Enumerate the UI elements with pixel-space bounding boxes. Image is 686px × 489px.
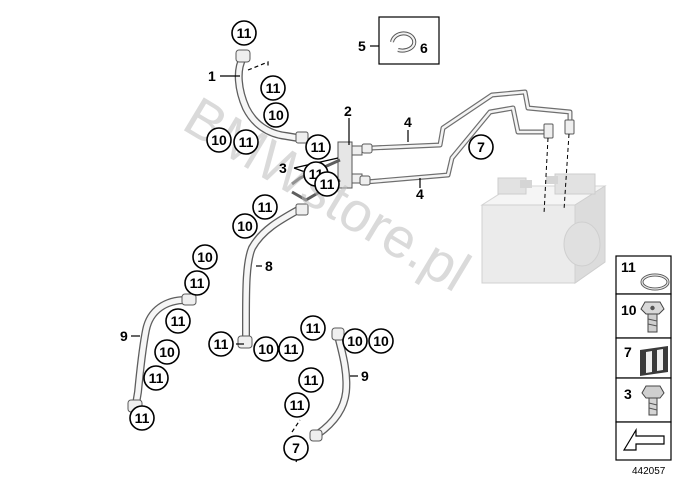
callout-label: 11: [237, 25, 252, 41]
callout: 11: [165, 308, 191, 334]
callout: 11: [129, 405, 155, 431]
callout: 7: [283, 435, 309, 461]
callout: 10: [206, 127, 232, 153]
part-label-6: 6: [420, 40, 428, 56]
clip-panel: [378, 16, 440, 65]
callout-label: 7: [292, 440, 300, 456]
abs-hydraulic-unit: [480, 173, 607, 284]
callout: 11: [300, 315, 326, 341]
callout-label: 11: [320, 176, 335, 192]
part-label-4a: 4: [404, 114, 412, 130]
callout: 11: [252, 194, 278, 220]
part-label-2: 2: [344, 103, 352, 119]
callout-label: 11: [135, 410, 150, 426]
callout-label: 10: [237, 218, 253, 234]
callout: 10: [192, 244, 218, 270]
callout-label: 10: [347, 333, 363, 349]
callout: 11: [184, 270, 210, 296]
callout-label: 10: [197, 249, 213, 265]
callout-label: 11: [290, 397, 305, 413]
hex-screw-icon: [641, 385, 665, 416]
callout-label: 11: [214, 336, 229, 352]
callout-label: 10: [373, 333, 389, 349]
callout-label: 7: [477, 139, 485, 155]
callout: 10: [154, 339, 180, 365]
part-label-8: 8: [265, 258, 273, 274]
parts-legend: 11 10 7 3: [615, 255, 672, 461]
callout-label: 11: [171, 313, 186, 329]
brake-hose-8: [237, 203, 309, 349]
brake-hose-1: [234, 49, 309, 144]
callout: 11: [143, 365, 169, 391]
callout: 7: [468, 134, 494, 160]
part-label-9b: 9: [361, 368, 369, 384]
callout-label: 10: [258, 341, 274, 357]
callout-label: 11: [266, 80, 281, 96]
callout-label: 11: [258, 199, 273, 215]
callout: 11: [260, 75, 286, 101]
legend-number: 10: [621, 302, 637, 318]
callout: 11: [278, 336, 304, 362]
brake-pipes: [363, 89, 575, 215]
hollow-bolt-icon: [640, 301, 665, 333]
callout-label: 11: [239, 134, 254, 150]
callout-label: 11: [284, 341, 299, 357]
callout-label: 11: [149, 370, 164, 386]
callout-label: 11: [304, 372, 319, 388]
brake-hose-9-right: [309, 327, 351, 442]
part-label-9a: 9: [120, 328, 128, 344]
callout: 10: [342, 328, 368, 354]
rubber-holder-icon: [640, 346, 668, 376]
callout-label: 11: [306, 320, 321, 336]
callout: 10: [368, 328, 394, 354]
legend-number: 11: [621, 259, 636, 275]
legend-number: 7: [624, 344, 632, 360]
callout: 10: [253, 336, 279, 362]
callout: 10: [263, 102, 289, 128]
legend-number: 3: [624, 386, 632, 402]
callout: 11: [233, 129, 259, 155]
callout-label: 11: [311, 139, 326, 155]
part-label-3: 3: [279, 160, 287, 176]
arrow-icon: [622, 427, 665, 451]
callout-label: 10: [268, 107, 284, 123]
callout: 11: [305, 134, 331, 160]
callout: 11: [208, 331, 234, 357]
callout: 11: [231, 20, 257, 46]
part-label-1: 1: [208, 68, 216, 84]
callout: 11: [284, 392, 310, 418]
callout-label: 10: [159, 344, 175, 360]
brake-hose-9-left: [127, 293, 197, 413]
callout: 10: [232, 213, 258, 239]
part-label-5: 5: [358, 38, 366, 54]
callout-label: 11: [190, 275, 205, 291]
diagram-reference-number: 442057: [632, 466, 666, 477]
callout: 11: [314, 171, 340, 197]
callout-label: 10: [211, 132, 227, 148]
part-label-4b: 4: [416, 186, 424, 202]
callout: 11: [298, 367, 324, 393]
